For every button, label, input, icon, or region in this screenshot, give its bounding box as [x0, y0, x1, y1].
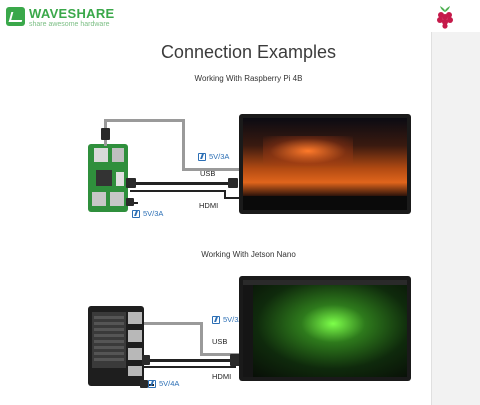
waveshare-logo-icon [6, 7, 25, 26]
power-bolt-icon [132, 209, 140, 218]
brand-name: WAVESHARE [29, 6, 115, 21]
usb-label-rpi: USB [200, 169, 216, 178]
monitor-power-label-rpi: 5V/3A [198, 152, 229, 161]
top-bar: WAVESHARE share awesome hardware [0, 0, 480, 32]
power-bolt-icon [212, 315, 220, 324]
board-power-label-rpi: 5V/3A [132, 209, 163, 218]
hdmi-label-jetson: HDMI [212, 372, 232, 381]
hdmi-label-rpi: HDMI [199, 201, 219, 210]
board-power-label-jetson: 5V/4A [148, 379, 179, 388]
monitor-display-rpi [239, 114, 411, 214]
page-title: Connection Examples [160, 42, 337, 62]
main-content: Connection Examples Working With Raspber… [66, 32, 431, 405]
raspberry-pi-logo-icon[interactable] [433, 4, 457, 30]
jetson-nano-board-image [88, 306, 144, 386]
left-gutter [0, 32, 67, 405]
section-heading-jetson: Working With Jetson Nano [201, 250, 296, 259]
raspberry-pi-board-image [88, 144, 128, 212]
right-sidebar [431, 32, 480, 405]
power-bolt-icon [148, 379, 156, 388]
section-heading-rpi: Working With Raspberry Pi 4B [194, 74, 303, 83]
waveshare-logo[interactable]: WAVESHARE share awesome hardware [6, 7, 115, 28]
monitor-power-label-jetson: 5V/3A [212, 315, 243, 324]
usb-label-jetson: USB [212, 337, 228, 346]
monitor-display-jetson [239, 276, 411, 381]
power-bolt-icon [198, 152, 206, 161]
brand-tagline: share awesome hardware [29, 21, 110, 28]
